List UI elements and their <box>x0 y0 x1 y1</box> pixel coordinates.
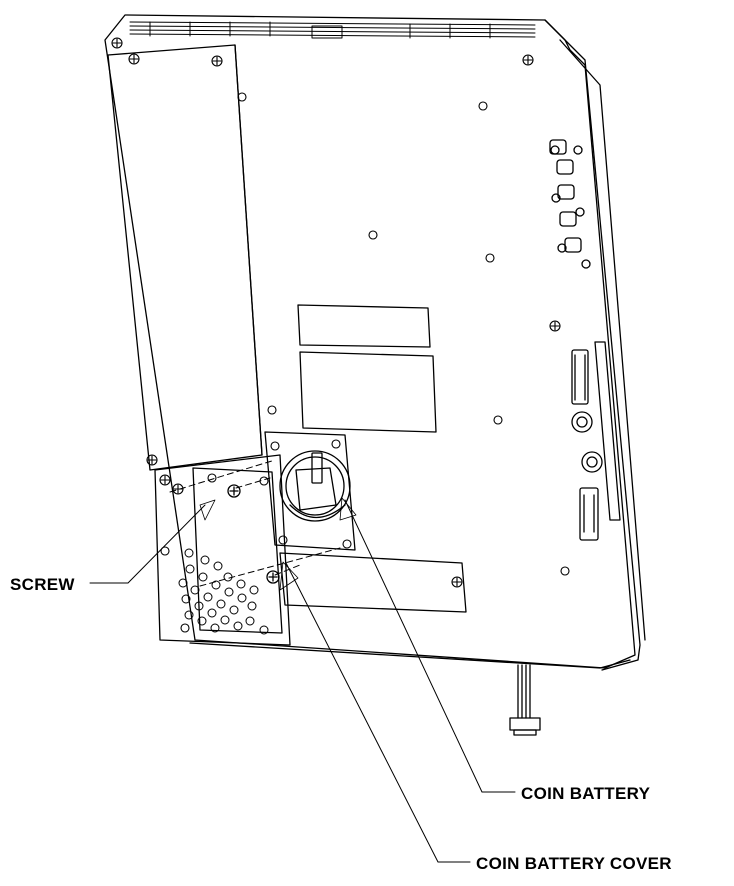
leader-lines <box>90 498 515 862</box>
battery-compartment <box>265 432 355 550</box>
connector-plug <box>510 718 540 730</box>
leader-coin-battery <box>345 500 515 792</box>
enclosure-front-face <box>105 15 635 668</box>
label-plates <box>298 305 436 432</box>
label-coin-battery: COIN BATTERY <box>521 784 651 803</box>
leader-coin-battery-cover <box>286 563 470 862</box>
label-screw: SCREW <box>10 575 75 594</box>
label-coin-battery-cover: COIN BATTERY COVER <box>476 854 672 873</box>
enclosure-bottom-lip <box>190 643 630 668</box>
leader-screw <box>90 505 205 583</box>
bottom-bracket-strip <box>280 553 466 612</box>
cable-connector <box>510 665 540 735</box>
enclosure-side-edge <box>545 20 640 670</box>
label-plate-upper <box>298 305 430 347</box>
label-plate-lower <box>300 352 436 432</box>
coin-battery-holder <box>280 451 350 521</box>
device-enclosure <box>90 15 645 862</box>
top-vent-slots <box>130 22 535 38</box>
